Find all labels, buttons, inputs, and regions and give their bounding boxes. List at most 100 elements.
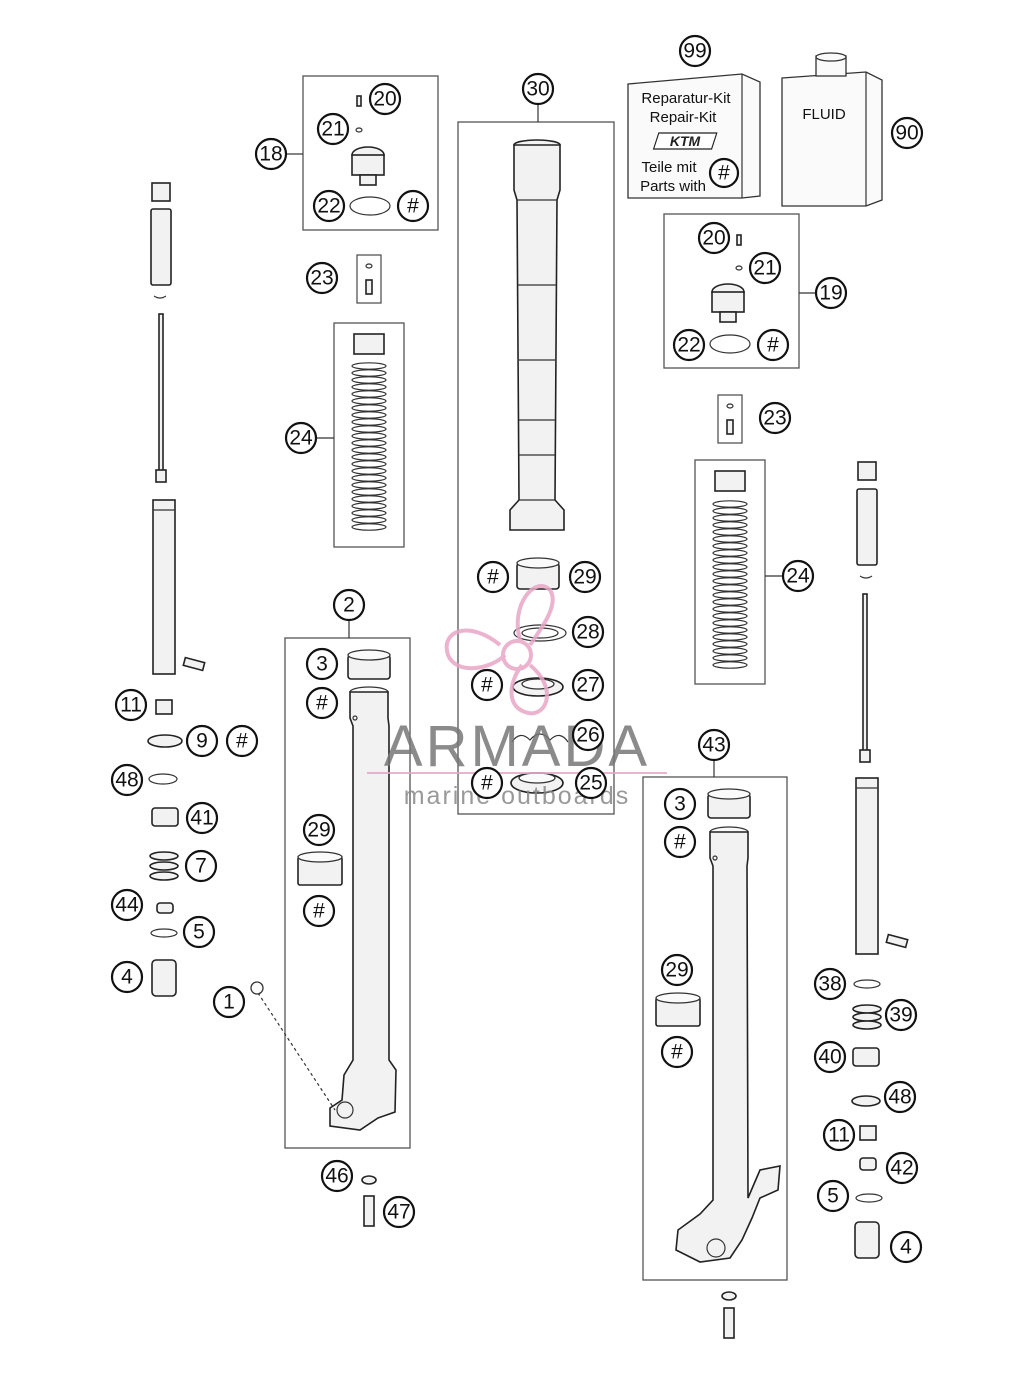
callout-c46: 46 [320,1159,354,1193]
callout-label: 20 [373,88,396,111]
watermark: ARMADA marine outboards [367,584,667,810]
callout-c48b: 48 [883,1080,917,1114]
kit-19-parts [709,234,751,354]
callout-hh: # [225,724,259,758]
fluid-label: FLUID [802,106,846,123]
callout-label: 21 [753,257,776,280]
callout-c28: 28 [571,615,605,649]
propeller-logo [444,584,555,716]
outer-tube-2 [257,649,397,1131]
callout-label: 22 [677,334,700,357]
callout-label: 4 [121,966,133,989]
kit-18-parts [349,95,391,216]
seals-stack [510,557,569,794]
callout-label: # [487,566,499,589]
leader-lines [287,104,816,777]
callout-hc: # [476,560,510,594]
watermark-title: ARMADA [384,714,650,779]
kit-19-frame [663,213,800,369]
callout-label: 25 [579,772,602,795]
callout-c23b: 23 [758,401,792,435]
callout-label: 11 [120,694,142,717]
part-23a-frame [356,254,382,304]
part-23a [365,263,373,295]
callout-c41: 41 [185,801,219,835]
callout-c11a: 11 [114,688,148,722]
callout-label: 24 [289,427,313,450]
fluid-can: FLUID [781,52,883,207]
callout-c27: 27 [571,668,605,702]
callout-c29c: 29 [660,953,694,987]
callout-c7: 7 [184,849,218,883]
callout-hb: # [756,328,790,362]
callout-label: 3 [674,793,686,816]
callout-label: 46 [325,1165,348,1188]
callout-label: 22 [317,195,340,218]
callout-label: # [313,900,325,923]
callout-c39: 39 [884,998,918,1032]
callout-c20b: 20 [697,221,731,255]
callout-label: 48 [888,1086,911,1109]
callout-label: # [407,195,419,218]
callout-c24a: 24 [284,421,318,455]
callout-hd: # [470,668,504,702]
right-cartridge [851,461,909,1259]
spring-24a-frame [333,322,405,548]
callout-c38: 38 [813,967,847,1001]
callout-label: 40 [818,1046,841,1069]
callout-c99: 99 [678,34,712,68]
outer-tube-43 [655,788,781,1339]
callout-c4a: 4 [110,960,144,994]
callout-hf: # [305,686,339,720]
callout-label: # [316,692,328,715]
repair-kit-box: Reparatur-Kit Repair-Kit KTM Teile mit P… [627,73,761,199]
outer-tube-2-frame [284,637,411,1149]
callout-hg: # [302,894,336,928]
callout-label: 23 [763,407,786,430]
callouts-layer: 99903020211822#232420211922#2324#2928#27… [110,34,924,1264]
repair-kit-line1: Reparatur-Kit [641,90,731,107]
callout-label: 48 [115,769,138,792]
callout-he: # [470,766,504,800]
callout-c20a: 20 [368,82,402,116]
callout-ha: # [396,189,430,223]
callout-label: 7 [195,855,207,878]
callout-c22b: 22 [672,328,706,362]
callout-c26: 26 [571,718,605,752]
callout-c9: 9 [185,724,219,758]
callout-c47: 47 [382,1195,416,1229]
callout-label: 21 [321,118,344,141]
ktm-logo: KTM [670,133,701,149]
callout-label: 23 [310,267,333,290]
callout-label: 20 [702,227,725,250]
callout-label: # [236,730,248,753]
fork-tube-30 [509,139,565,531]
kit-18-frame [302,75,439,231]
spring-24a [351,333,387,531]
callout-label: 30 [526,78,549,101]
callout-c1: 1 [212,985,246,1019]
callout-c19: 19 [814,276,848,310]
callout-label: 41 [190,807,213,830]
callout-label: 5 [193,921,205,944]
callout-c90: 90 [890,116,924,150]
callout-label: 90 [895,122,918,145]
callout-c30: 30 [521,72,555,106]
callout-label: 19 [819,282,842,305]
callout-c5a: 5 [182,915,216,949]
callout-label: 47 [387,1201,410,1224]
callout-c43: 43 [697,728,731,762]
callout-c23a: 23 [305,261,339,295]
callout-c18: 18 [254,137,288,171]
spring-24b-frame [694,459,766,685]
callout-c21a: 21 [316,112,350,146]
callout-label: # [767,334,779,357]
callout-label: 5 [827,1185,839,1208]
callout-label: 1 [223,991,235,1014]
callout-c48a: 48 [110,763,144,797]
callout-c42: 42 [885,1151,919,1185]
callout-label: # [674,831,686,854]
callout-label: # [481,772,493,795]
